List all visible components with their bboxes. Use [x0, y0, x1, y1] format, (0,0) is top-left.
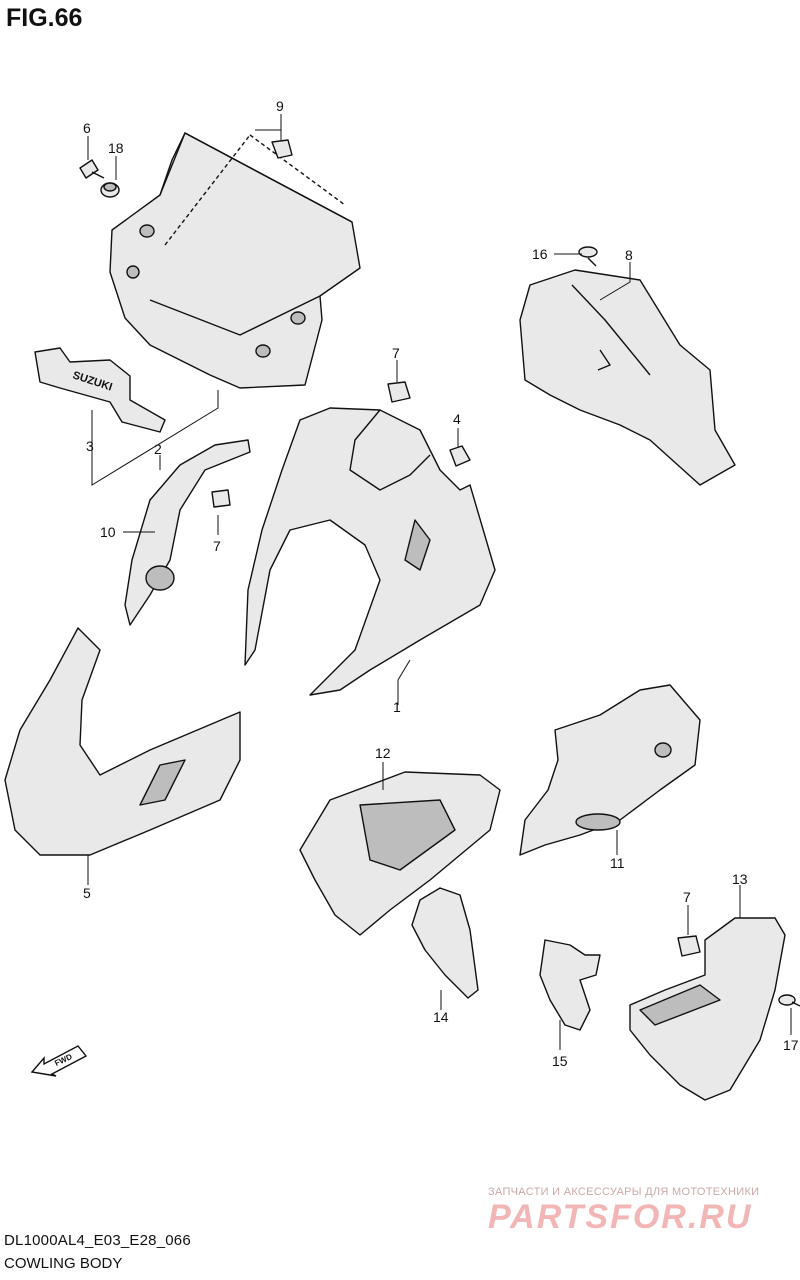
diagram-caption: COWLING BODY [4, 1255, 123, 1272]
inner-panel-8-part [519, 269, 736, 486]
callout-8: 8 [625, 247, 633, 263]
figure-title: FIG.66 [6, 4, 83, 32]
callout-15: 15 [552, 1053, 568, 1069]
diagram-code: DL1000AL4_E03_E28_066 [4, 1232, 191, 1249]
side-inner-11-part [519, 684, 701, 856]
callout-16: 16 [532, 246, 548, 262]
callout-2: 2 [154, 441, 162, 457]
forward-arrow-icon: FWD [30, 1045, 88, 1077]
callout-18: 18 [108, 140, 124, 156]
windscreen-part [109, 132, 361, 389]
watermark-logo: PARTSFOR.RU [488, 1198, 753, 1236]
panel-14-part [411, 887, 479, 999]
callout-6: 6 [83, 120, 91, 136]
callout-10: 10 [100, 524, 116, 540]
callout-17: 17 [783, 1037, 799, 1053]
callout-3: 3 [86, 438, 94, 454]
callout-13: 13 [732, 871, 748, 887]
bracket-10-part [124, 439, 251, 626]
cowling-body-1-part [244, 407, 496, 696]
callout-4: 4 [453, 411, 461, 427]
callout-11: 11 [610, 855, 625, 871]
front-cowl-5-part [4, 627, 241, 856]
callout-12: 12 [375, 745, 391, 761]
grommet-18-part [100, 182, 120, 198]
screw-17-part [778, 994, 800, 1007]
screw-6-part [79, 159, 105, 179]
nut-9-part [271, 139, 293, 159]
callout-1: 1 [393, 699, 401, 715]
bolt-16-part [578, 246, 598, 267]
grommet-7-top-part [387, 381, 411, 403]
bracket-15-part [539, 939, 601, 1031]
side-cover-13-part [629, 917, 786, 1101]
callout-5: 5 [83, 885, 91, 901]
callout-7-top: 7 [392, 345, 400, 361]
callout-14: 14 [433, 1009, 449, 1025]
inner-cover-12-part [299, 771, 501, 936]
callout-7-left: 7 [213, 538, 221, 554]
callout-7-right: 7 [683, 889, 691, 905]
grommet-7-right-part [677, 935, 701, 957]
clip-4-part [449, 445, 471, 467]
watermark-tagline: ЗАПЧАСТИ И АКСЕССУАРЫ ДЛЯ МОТОТЕХНИКИ [488, 1186, 760, 1198]
visor-deflector-3-part [34, 347, 166, 433]
grommet-7-left-part [211, 489, 231, 508]
leader-lines [87, 114, 792, 1050]
callout-9: 9 [276, 98, 284, 114]
